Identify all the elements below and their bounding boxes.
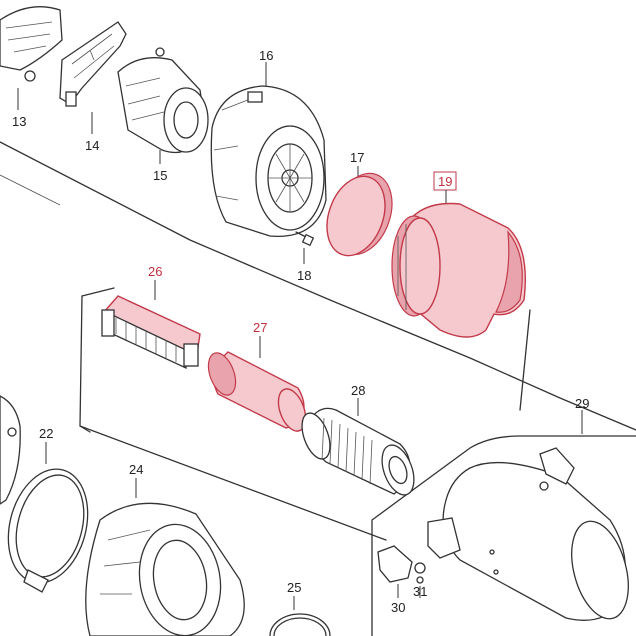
label-part-16: 16	[259, 48, 273, 63]
part-15-motor	[117, 47, 209, 164]
label-part-24: 24	[129, 462, 143, 477]
label-part-26: 26	[148, 264, 162, 279]
label-part-18: 18	[297, 268, 311, 283]
part-17-disc-filter	[326, 166, 393, 257]
label-part-28: 28	[351, 383, 365, 398]
part-29-dust-bin	[427, 410, 629, 621]
part-16-fan-housing	[210, 62, 327, 237]
label-part-13: 13	[12, 114, 26, 129]
group-outline-bin	[371, 435, 636, 636]
part-13-housing	[0, 6, 63, 110]
part-26-mesh-insert	[101, 280, 201, 370]
part-housing-fragment	[0, 395, 21, 505]
label-part-29: 29	[575, 396, 589, 411]
label-part-30: 30	[391, 600, 405, 615]
label-part-19: 19	[438, 174, 452, 189]
part-14-bracket	[59, 21, 127, 134]
label-part-31: 31	[413, 584, 427, 599]
part-25-o-ring	[269, 596, 331, 636]
part-30-latch	[377, 545, 413, 598]
part-18-screw	[295, 231, 315, 264]
label-part-14: 14	[85, 138, 99, 153]
part-24-cyclone-body	[85, 478, 245, 636]
label-part-22: 22	[39, 426, 53, 441]
label-part-17: 17	[350, 150, 364, 165]
part-22-seal-ring	[7, 442, 89, 593]
part-28-pleated-filter	[301, 398, 415, 496]
label-part-15: 15	[153, 168, 167, 183]
label-part-25: 25	[287, 580, 301, 595]
part-27-foam-filter	[207, 336, 307, 432]
group-outline-filter-set	[79, 287, 387, 541]
label-part-27: 27	[253, 320, 267, 335]
part-31-spring	[414, 562, 426, 598]
part-19-post-motor-filter	[391, 171, 526, 338]
group-outline-upper	[0, 141, 636, 431]
